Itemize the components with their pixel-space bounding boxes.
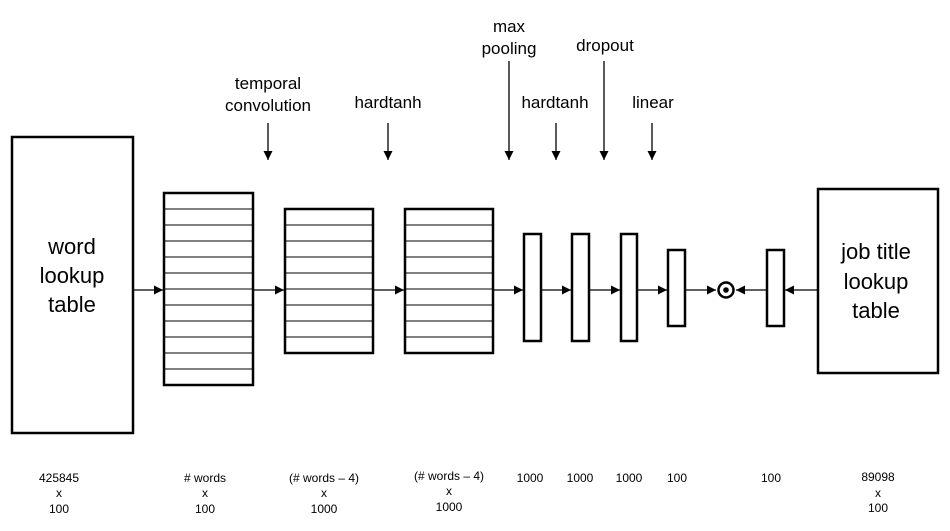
dim-embedding-rows: # words xyxy=(184,471,226,485)
dim-job-vec: 100 xyxy=(761,471,781,485)
label-convolution: convolution xyxy=(225,96,311,115)
dim-hardtanh-cols: 1000 xyxy=(436,500,463,514)
max-pooling-vector xyxy=(522,232,543,343)
job-title-vector xyxy=(765,248,786,328)
hardtanh-matrix-rows xyxy=(405,224,493,338)
label-pooling: pooling xyxy=(482,39,537,58)
job-lookup-label-3: table xyxy=(852,298,900,323)
dim-job-table-rows: 89098 xyxy=(861,470,895,484)
dim-dropout-vec: 1000 xyxy=(616,471,643,485)
dim-embedding-cols: 100 xyxy=(195,502,215,516)
word-lookup-label-2: lookup xyxy=(40,263,105,288)
embedding-matrix xyxy=(162,191,255,387)
dropout-vector xyxy=(619,232,639,343)
dim-linear-vec: 100 xyxy=(667,471,687,485)
dim-embedding-x: x xyxy=(202,486,208,500)
dim-hardtanh-x: x xyxy=(446,484,452,498)
label-hardtanh-1: hardtanh xyxy=(354,93,421,112)
hardtanh-matrix xyxy=(403,207,495,355)
job-lookup-label-1: job title xyxy=(840,239,911,264)
dim-word-table-cols: 100 xyxy=(49,502,69,516)
hardtanh-matrix-frame xyxy=(403,207,495,355)
convolution-matrix xyxy=(283,207,375,355)
word-lookup-table-box xyxy=(10,135,135,435)
dim-conv-x: x xyxy=(321,486,327,500)
dim-hardtanh-rows: (# words – 4) xyxy=(414,469,484,483)
dim-conv-cols: 1000 xyxy=(311,502,338,516)
label-max: max xyxy=(493,17,526,36)
linear-vector xyxy=(666,248,687,328)
dim-hardtanh-vec: 1000 xyxy=(567,471,594,485)
dim-word-table-x: x xyxy=(56,486,62,500)
word-lookup-label-3: table xyxy=(48,292,96,317)
dim-job-table-cols: 100 xyxy=(868,501,888,515)
word-lookup-label-1: word xyxy=(47,234,96,259)
job-title-lookup-table-box xyxy=(816,187,940,375)
hardtanh-vector xyxy=(570,232,591,343)
dimension-labels: 425845 x 100 # words x 100 (# words – 4)… xyxy=(39,469,895,516)
job-lookup-label-2: lookup xyxy=(844,269,909,294)
dim-word-table-rows: 425845 xyxy=(39,471,79,485)
operation-arrows xyxy=(263,61,657,160)
label-hardtanh-2: hardtanh xyxy=(521,93,588,112)
dot-product-icon xyxy=(717,281,735,299)
embedding-matrix-rows xyxy=(164,208,253,370)
dim-conv-rows: (# words – 4) xyxy=(289,471,359,485)
label-linear: linear xyxy=(632,93,674,112)
convolution-matrix-rows xyxy=(285,224,373,338)
label-temporal: temporal xyxy=(235,74,301,93)
dim-pooled: 1000 xyxy=(517,471,544,485)
convolution-matrix-frame xyxy=(283,207,375,355)
label-dropout: dropout xyxy=(576,36,634,55)
dim-job-table-x: x xyxy=(875,486,881,500)
